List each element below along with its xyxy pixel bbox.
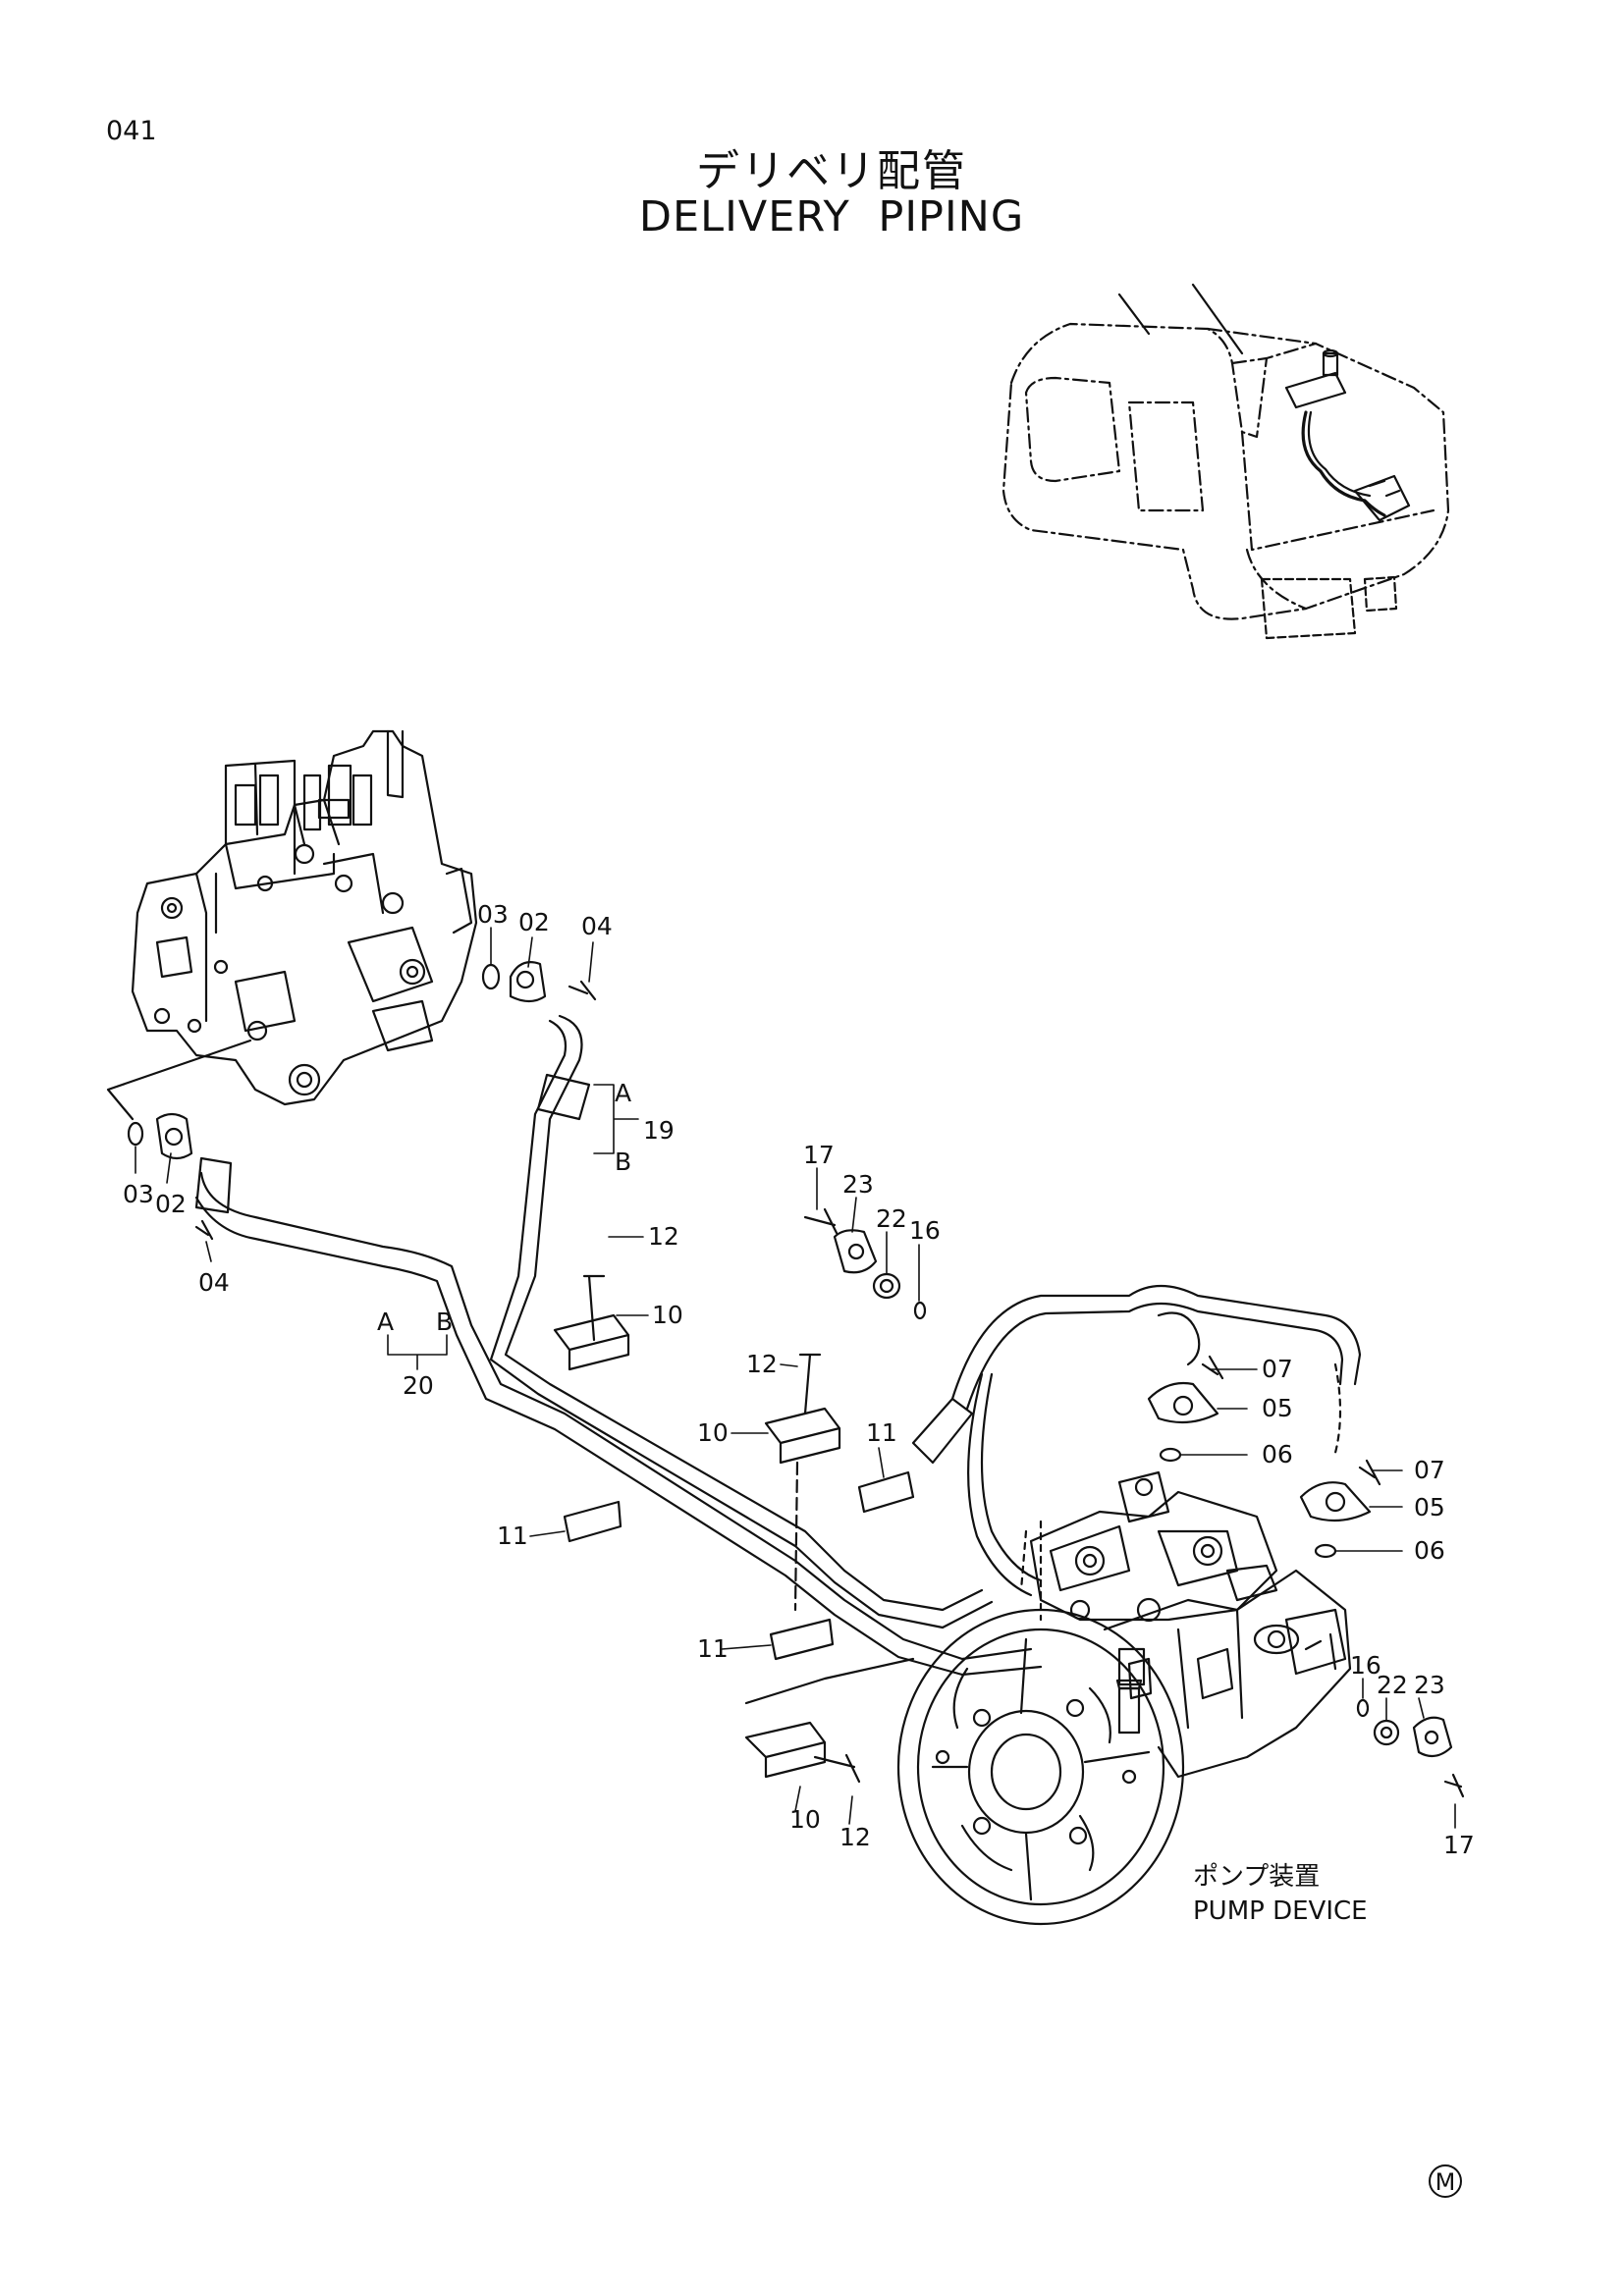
hose-19 <box>489 1014 994 1629</box>
callout-07: 07 <box>1262 1355 1293 1383</box>
callout-17: 17 <box>1443 1831 1475 1859</box>
hose-end-a: A <box>377 1308 394 1336</box>
callout-03: 03 <box>477 900 509 929</box>
hose-20 <box>194 1156 1043 1677</box>
callout-16: 16 <box>1350 1651 1381 1680</box>
callout-20: 20 <box>403 1371 434 1400</box>
callout-12: 12 <box>746 1350 778 1378</box>
leader-lines <box>135 927 1456 1829</box>
callout-11: 11 <box>697 1634 729 1663</box>
callout-05: 05 <box>1262 1394 1293 1422</box>
pump-device-caption-japanese: ポンプ装置 <box>1193 1862 1320 1892</box>
callout-03: 03 <box>123 1180 154 1208</box>
callout-19: 19 <box>643 1116 675 1145</box>
pump-device-assembly <box>896 1470 1352 1926</box>
callout-10: 10 <box>652 1301 683 1329</box>
page-number: 041 <box>106 116 157 146</box>
callout-06: 06 <box>1262 1440 1293 1468</box>
excavator-location-view <box>1001 283 1450 640</box>
hose-end-b: B <box>615 1148 631 1176</box>
callout-04: 04 <box>198 1268 230 1297</box>
callout-17: 17 <box>803 1141 835 1169</box>
model-mark-circle <box>1429 2164 1462 2198</box>
callout-22: 22 <box>876 1204 907 1233</box>
callout-04: 04 <box>581 912 613 940</box>
pump-device-caption: PUMP DEVICE <box>1193 1896 1368 1926</box>
hose-pump-return <box>911 1285 1362 1597</box>
control-valve-assembly <box>106 729 478 1121</box>
callout-11: 11 <box>497 1522 528 1550</box>
callout-10: 10 <box>789 1805 821 1834</box>
callout-labels: 03 02 04 03 02 04 A B 19 A B 20 12 10 12… <box>123 900 1475 2198</box>
callout-02: 02 <box>155 1190 187 1218</box>
callout-02: 02 <box>518 908 550 936</box>
hose-end-a: A <box>615 1079 631 1107</box>
callout-12: 12 <box>839 1823 871 1851</box>
page-title-japanese: デリベリ配管 <box>696 146 967 196</box>
callout-16: 16 <box>909 1216 941 1245</box>
model-mark: M <box>1435 2168 1456 2196</box>
page-title: DELIVERY PIPING <box>638 192 1025 241</box>
hose-end-b: B <box>436 1308 453 1336</box>
callout-22: 22 <box>1377 1671 1408 1699</box>
callout-23: 23 <box>842 1170 874 1199</box>
callout-07: 07 <box>1414 1456 1445 1484</box>
callout-10: 10 <box>697 1418 729 1447</box>
callout-06: 06 <box>1414 1536 1445 1565</box>
callout-23: 23 <box>1414 1671 1445 1699</box>
hardware-parts <box>127 961 1465 1798</box>
callout-11: 11 <box>866 1418 897 1447</box>
callout-05: 05 <box>1414 1493 1445 1522</box>
callout-12: 12 <box>648 1222 679 1251</box>
